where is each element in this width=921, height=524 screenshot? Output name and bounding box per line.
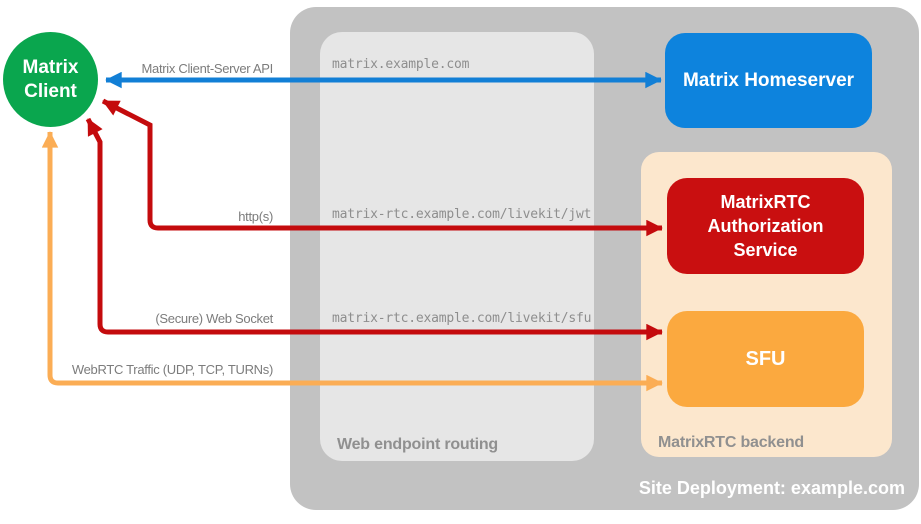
matrixrtc-auth-service-label: MatrixRTC Authorization Service [707,192,824,260]
matrixrtc-auth-service-node: MatrixRTC Authorization Service [667,178,864,274]
matrix-client-node: Matrix Client [3,32,98,127]
webrtc-traffic-label: WebRTC Traffic (UDP, TCP, TURNs) [71,362,273,377]
web-endpoint-routing-caption: Web endpoint routing [337,436,499,453]
http-label: http(s) [238,209,273,224]
websocket-label: (Secure) Web Socket [155,311,273,326]
endpoint-jwt-url: matrix-rtc.example.com/livekit/jwt [332,207,592,222]
sfu-node: SFU [667,311,864,407]
matrix-homeserver-label: Matrix Homeserver [682,69,855,91]
site-deployment-caption: Site Deployment: example.com [638,478,905,498]
endpoint-sfu-url: matrix-rtc.example.com/livekit/sfu [332,311,592,326]
matrixrtc-backend-caption: MatrixRTC backend [658,434,804,451]
web-endpoint-routing-panel [320,32,594,461]
matrix-client-label-line1: Matrix [22,56,79,78]
matrix-client-label-line2: Client [24,80,77,102]
client-server-api-label: Matrix Client-Server API [141,61,273,76]
sfu-label: SFU [745,347,786,370]
matrix-homeserver-node: Matrix Homeserver [665,33,872,128]
endpoint-homeserver-url: matrix.example.com [332,57,470,72]
